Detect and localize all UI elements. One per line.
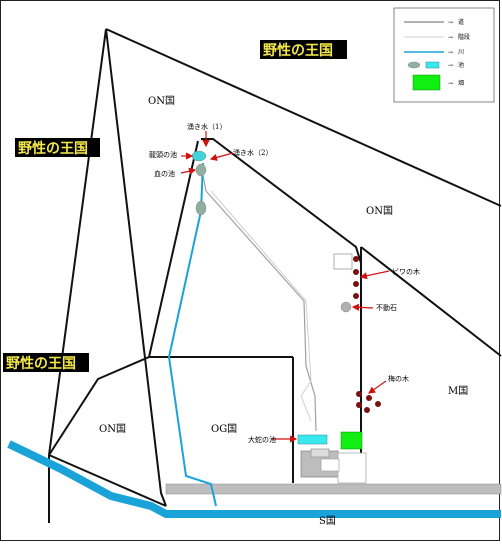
fudo-stone — [340, 301, 352, 313]
legend-pond-swatch-2 — [425, 61, 440, 69]
building-5 — [320, 458, 340, 472]
road-south — [165, 483, 502, 495]
pointer-fudo — [351, 303, 374, 311]
plum-tree — [366, 395, 372, 401]
label-fudo-stone: 不動石 — [376, 303, 397, 312]
legend-arrow-river: → — [448, 49, 453, 56]
plum-tree — [356, 402, 362, 408]
legend-arrow-stairs: → — [448, 34, 453, 41]
river-main — [7, 440, 501, 518]
legend-stairs-label: 階段 — [458, 33, 470, 41]
loquat-trees — [353, 256, 359, 299]
blood-pond — [195, 163, 207, 177]
label-loquat: ビワの木 — [392, 267, 420, 276]
loquat-tree — [353, 281, 359, 287]
label-serpent-pond: 大蛇の池 — [248, 435, 276, 444]
region-on-right: ON国 — [366, 205, 393, 217]
pond-lower — [195, 200, 207, 216]
label-blood-pond: 血の池 — [154, 169, 175, 178]
kingdom-top-text: 野性の王国 — [263, 42, 333, 59]
kingdom-left-upper-bg — [15, 138, 100, 157]
building-3 — [337, 452, 367, 484]
legend-pond-label: 池 — [458, 61, 464, 69]
region-on-top: ON国 — [148, 95, 175, 107]
kingdom-left-lower-text: 野性の王国 — [6, 355, 76, 372]
building-1 — [333, 253, 353, 270]
serpent-pond — [297, 434, 328, 445]
legend-road-label: 道 — [458, 18, 464, 26]
label-dragon-pond: 龍頭の池 — [149, 150, 177, 159]
loquat-tree — [353, 256, 359, 262]
field — [340, 431, 363, 450]
plum-tree — [356, 391, 362, 397]
kingdom-top: 野性の王国 — [260, 40, 347, 59]
boundary-top — [105, 28, 502, 207]
legend-field-label: 畑 — [458, 79, 464, 87]
legend-arrow-road: → — [448, 19, 453, 26]
boundaries — [48, 28, 502, 523]
loquat-tree — [353, 293, 359, 299]
boundary-ridge — [201, 138, 362, 264]
kingdom-left-upper-text: 野性の王国 — [18, 140, 88, 157]
kingdom-left-lower: 野性の王国 — [3, 353, 89, 372]
stairs-path — [210, 190, 312, 422]
kingdom-left-lower-bg — [3, 353, 89, 372]
pointer-blood — [180, 167, 197, 175]
boundary-outer-west — [48, 28, 107, 456]
plum-tree — [364, 407, 370, 413]
plum-tree — [375, 401, 381, 407]
legend: → 道 → 階段 → 川 → 池 → 畑 — [393, 7, 495, 103]
pointer-plum — [368, 380, 387, 394]
label-plum: 梅の木 — [388, 374, 409, 383]
region-m: M国 — [448, 385, 468, 397]
legend-field-swatch — [412, 74, 441, 91]
boundary-m-diag — [360, 246, 502, 357]
label-spring1: 湧き水（1） — [187, 122, 226, 131]
path-gray — [200, 165, 317, 432]
legend-arrow-pond: → — [448, 62, 453, 69]
building-4 — [310, 448, 330, 458]
boundary-west — [105, 28, 167, 507]
dragon-pond — [191, 150, 207, 162]
label-spring2: 湧き水（2） — [233, 148, 272, 157]
boundary-og-bottom — [48, 454, 167, 507]
legend-box — [393, 7, 495, 103]
region-s: S国 — [319, 515, 336, 527]
loquat-tree — [353, 269, 359, 275]
legend-river-label: 川 — [458, 49, 464, 56]
region-og: OG国 — [211, 423, 237, 435]
plum-trees — [356, 391, 381, 413]
pointers — [180, 131, 390, 443]
river-stream — [167, 162, 217, 507]
kingdom-left-upper: 野性の王国 — [15, 138, 100, 157]
boundary-on-og — [48, 140, 199, 456]
pointer-spring2 — [209, 152, 234, 161]
legend-pond-swatch-1 — [407, 61, 421, 69]
legend-arrow-field: → — [448, 80, 453, 87]
kingdom-top-bg — [260, 40, 347, 59]
region-on-bottom-left: ON国 — [99, 423, 126, 435]
pointer-loquat — [359, 270, 390, 280]
